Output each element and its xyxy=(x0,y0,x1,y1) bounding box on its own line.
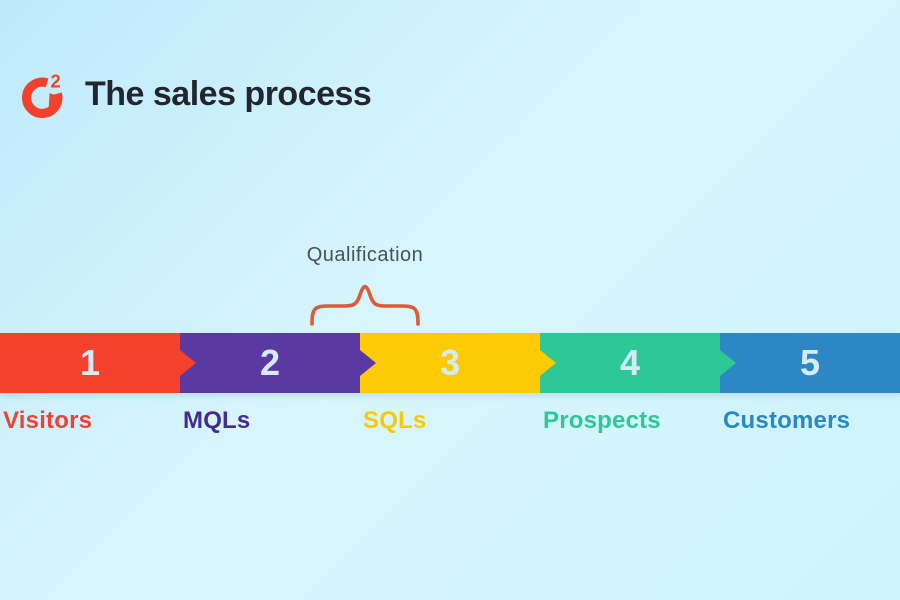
stage-label-mqls: MQLs xyxy=(183,407,251,434)
arrow-right-icon xyxy=(180,350,196,376)
stage-number: 1 xyxy=(79,342,101,383)
stage-number: 4 xyxy=(619,342,641,383)
stage-labels: Visitors MQLs SQLs Prospects Customers xyxy=(0,407,900,435)
process-band: 1 2 3 4 5 xyxy=(0,333,900,393)
stage-label-sqls: SQLs xyxy=(363,407,427,434)
stage-label-visitors: Visitors xyxy=(3,407,93,434)
stage-segment-1: 1 xyxy=(0,333,180,393)
stage-segment-3: 3 xyxy=(360,333,540,393)
arrow-right-icon xyxy=(720,350,736,376)
stage-segment-2: 2 xyxy=(180,333,360,393)
stage-segment-4: 4 xyxy=(540,333,720,393)
stage-number: 3 xyxy=(439,342,461,383)
arrow-right-icon xyxy=(540,350,556,376)
stage-number: 5 xyxy=(799,342,821,383)
logo-superscript: 2 xyxy=(50,72,60,92)
qualification-label: Qualification xyxy=(306,244,424,266)
brace-icon xyxy=(310,284,420,326)
stage-label-prospects: Prospects xyxy=(543,407,661,434)
stage-number: 2 xyxy=(259,342,281,383)
g2-logo-icon: 2 xyxy=(22,72,63,118)
arrow-right-icon xyxy=(360,350,376,376)
page-title: The sales process xyxy=(85,75,372,114)
stage-segment-5: 5 xyxy=(720,333,900,393)
stage-label-customers: Customers xyxy=(723,407,851,434)
header: 2 The sales process xyxy=(22,72,372,118)
